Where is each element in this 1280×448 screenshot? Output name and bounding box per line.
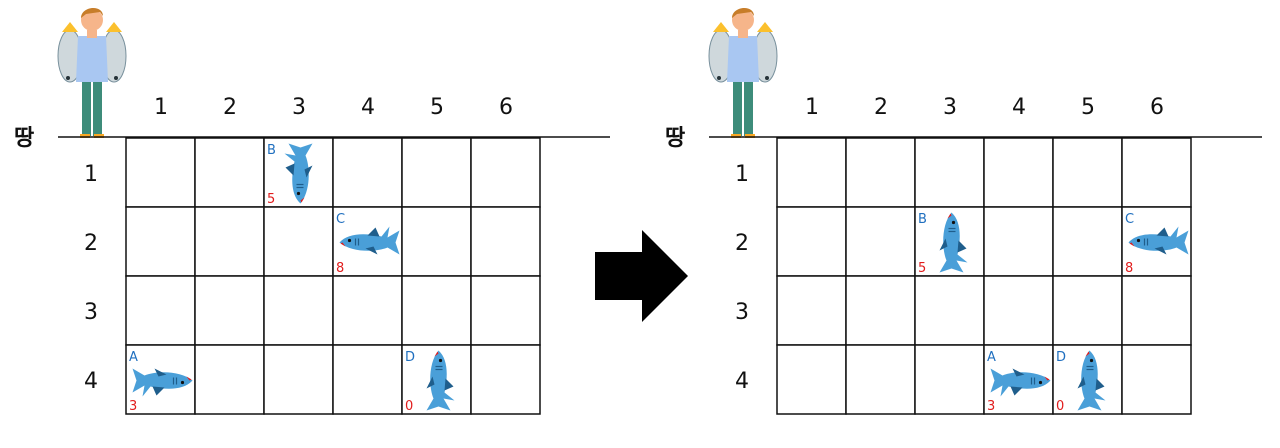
grid-cell bbox=[332, 344, 403, 415]
col-label: 5 bbox=[1081, 95, 1095, 120]
col-label: 6 bbox=[1150, 95, 1164, 120]
grid-cell bbox=[776, 275, 847, 346]
grid-cell bbox=[1121, 275, 1192, 346]
shark-size-label: 3 bbox=[987, 399, 995, 414]
col-label: 3 bbox=[292, 95, 306, 120]
grid-cell bbox=[1052, 275, 1123, 346]
shark-id-label: D bbox=[405, 350, 415, 365]
col-label: 5 bbox=[430, 95, 444, 120]
row-label: 2 bbox=[84, 231, 98, 256]
shark-d: D0 bbox=[1056, 349, 1107, 414]
grid-cell bbox=[914, 137, 985, 208]
shark-size-label: 3 bbox=[129, 399, 137, 414]
row-label: 2 bbox=[735, 231, 749, 256]
ground-label: 땅 bbox=[665, 126, 685, 151]
shark-c: C8 bbox=[1125, 212, 1190, 276]
grid-cell bbox=[470, 344, 541, 415]
grid-cell bbox=[1121, 344, 1192, 415]
grid-cell bbox=[845, 137, 916, 208]
grid-cell bbox=[470, 206, 541, 277]
grid-cell bbox=[263, 344, 334, 415]
grid-cell bbox=[194, 275, 265, 346]
grid-cell bbox=[983, 275, 1054, 346]
shark-id-label: D bbox=[1056, 350, 1066, 365]
col-label: 4 bbox=[1012, 95, 1026, 120]
grid-cell bbox=[194, 137, 265, 208]
shark-a: A3 bbox=[129, 350, 194, 414]
shark-size-label: 5 bbox=[267, 192, 275, 207]
grid-cell bbox=[263, 275, 334, 346]
shark-d: D0 bbox=[405, 349, 456, 414]
row-label: 3 bbox=[84, 300, 98, 325]
grid-cell bbox=[194, 206, 265, 277]
grid-cell bbox=[332, 137, 403, 208]
grid-cell bbox=[263, 206, 334, 277]
grid-cell bbox=[470, 275, 541, 346]
shark-c: C8 bbox=[336, 212, 401, 276]
shark-id-label: A bbox=[129, 350, 138, 365]
shark-id-label: B bbox=[918, 212, 927, 227]
grid-cell bbox=[914, 275, 985, 346]
grid-cell bbox=[914, 344, 985, 415]
grid-cell bbox=[776, 206, 847, 277]
shark-id-label: A bbox=[987, 350, 996, 365]
grid-cell bbox=[983, 206, 1054, 277]
shark-size-label: 8 bbox=[336, 261, 344, 276]
col-label: 2 bbox=[223, 95, 237, 120]
grid-cell bbox=[401, 275, 472, 346]
grid-cell bbox=[125, 275, 196, 346]
col-label: 1 bbox=[154, 95, 168, 120]
fisherman-icon bbox=[57, 7, 127, 139]
grid-cell bbox=[983, 137, 1054, 208]
grid-cell bbox=[401, 206, 472, 277]
grid-cell bbox=[1052, 137, 1123, 208]
grid-cell bbox=[1121, 137, 1192, 208]
grid-cell bbox=[194, 344, 265, 415]
grid-cell bbox=[332, 275, 403, 346]
row-label: 4 bbox=[735, 369, 749, 394]
shark-size-label: 8 bbox=[1125, 261, 1133, 276]
shark-id-label: B bbox=[267, 143, 276, 158]
fisherman-icon bbox=[708, 7, 778, 139]
grid-cell bbox=[1052, 206, 1123, 277]
grid-cell bbox=[776, 344, 847, 415]
grid-before bbox=[125, 137, 541, 415]
grid-cell bbox=[401, 137, 472, 208]
row-label: 1 bbox=[735, 162, 749, 187]
grid-cell bbox=[125, 137, 196, 208]
col-label: 3 bbox=[943, 95, 957, 120]
shark-a: A3 bbox=[987, 350, 1052, 414]
shark-id-label: C bbox=[1125, 212, 1134, 227]
shark-b: B5 bbox=[267, 142, 314, 207]
shark-size-label: 0 bbox=[405, 399, 413, 414]
grid-cell bbox=[845, 344, 916, 415]
ground-label: 땅 bbox=[14, 126, 34, 151]
shark-size-label: 5 bbox=[918, 261, 926, 276]
grid-cell bbox=[845, 206, 916, 277]
grid-cell bbox=[125, 206, 196, 277]
col-label: 2 bbox=[874, 95, 888, 120]
grid-after bbox=[776, 137, 1192, 415]
col-label: 4 bbox=[361, 95, 375, 120]
shark-id-label: C bbox=[336, 212, 345, 227]
shark-b: B5 bbox=[918, 211, 969, 276]
grid-cell bbox=[470, 137, 541, 208]
row-label: 1 bbox=[84, 162, 98, 187]
row-label: 3 bbox=[735, 300, 749, 325]
shark-size-label: 0 bbox=[1056, 399, 1064, 414]
row-label: 4 bbox=[84, 369, 98, 394]
grid-cell bbox=[845, 275, 916, 346]
grid-cell bbox=[776, 137, 847, 208]
right-arrow-icon bbox=[595, 230, 688, 322]
col-label: 1 bbox=[805, 95, 819, 120]
col-label: 6 bbox=[499, 95, 513, 120]
